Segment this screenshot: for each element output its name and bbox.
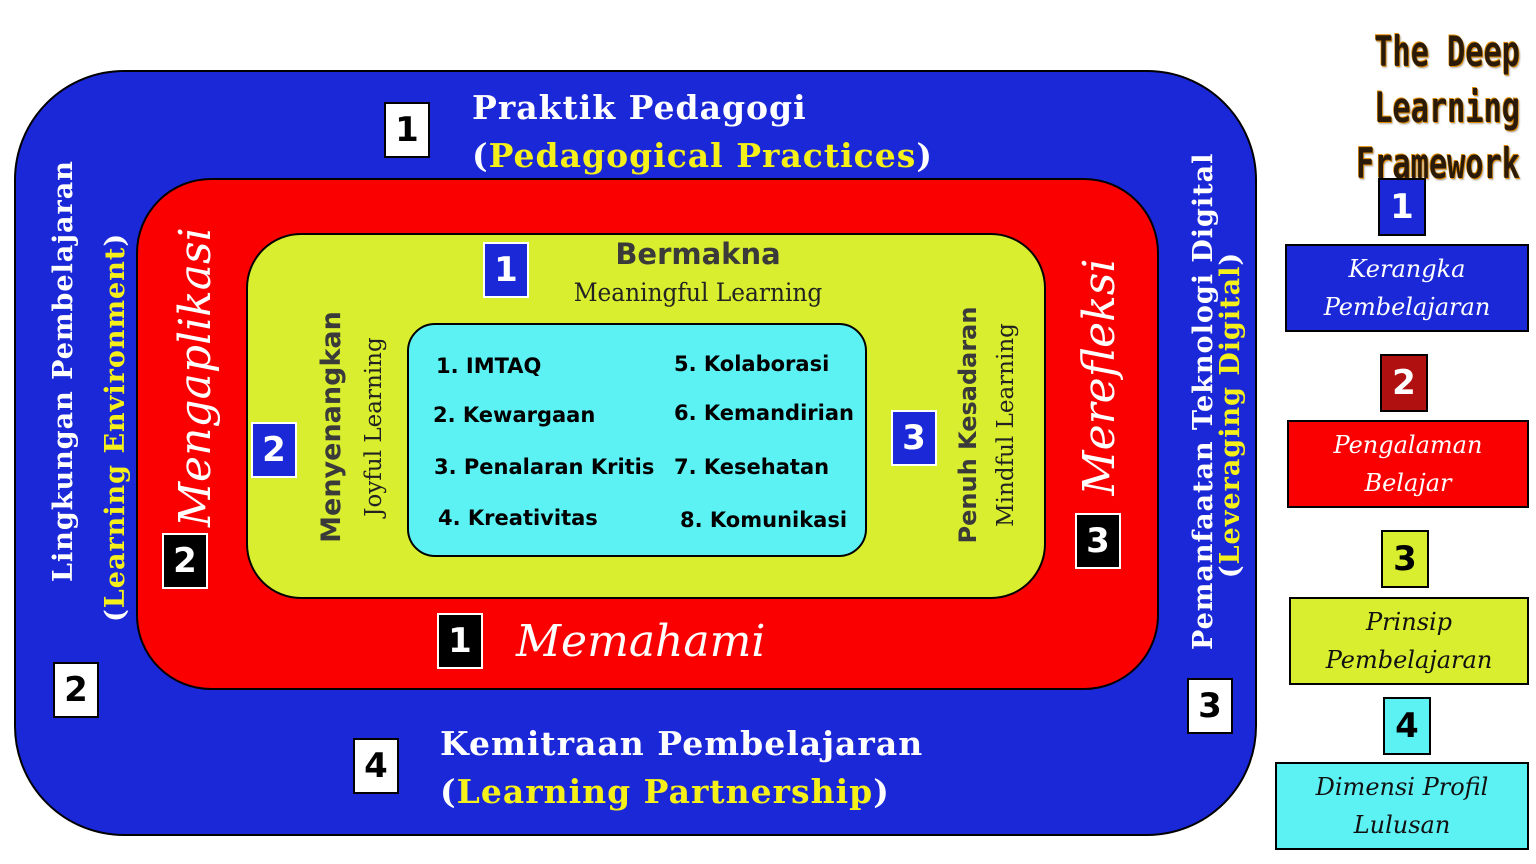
outer-bottom-subtitle: Learning Partnership <box>456 772 874 811</box>
legend-3-line-1: Prinsip <box>1365 608 1453 636</box>
legend-badge-4: 4 <box>1383 697 1431 755</box>
middle-bottom-badge: 1 <box>437 613 483 669</box>
inner-left-title: Menyenangkan <box>316 311 347 543</box>
core-item: 1. IMTAQ <box>436 354 542 378</box>
paren-open: ( <box>440 772 457 811</box>
middle-right-badge: 3 <box>1075 513 1121 569</box>
core-item: 7. Kesehatan <box>674 455 830 479</box>
outer-bottom-subtitle-line: (Learning Partnership) <box>440 772 890 811</box>
outer-top-subtitle-line: (Pedagogical Practices) <box>472 136 933 175</box>
core-item: 8. Komunikasi <box>680 508 848 532</box>
paren-close: ) <box>100 232 131 247</box>
outer-right-subtitle-line: (Leveraging Digital) <box>1214 235 1248 595</box>
core-item: 4. Kreativitas <box>438 506 598 530</box>
inner-right-title: Penuh Kesadaran <box>954 306 982 544</box>
middle-left-label: Mengaplikasi <box>170 227 221 527</box>
outer-left-subtitle: Learning Environment <box>100 246 131 609</box>
legend-badge-1: 1 <box>1378 178 1426 236</box>
inner-left-badge: 2 <box>251 422 297 478</box>
inner-top-title: Bermakna <box>615 237 781 271</box>
inner-left-subtitle: Joyful Learning <box>361 337 387 517</box>
title-line-1: The Deep Learning <box>1374 27 1520 132</box>
middle-left-badge: 2 <box>162 533 208 589</box>
legend-badge-3: 3 <box>1381 530 1429 588</box>
paren-open: ( <box>472 136 489 175</box>
paren-open: ( <box>1215 564 1246 579</box>
middle-bottom-label: Memahami <box>516 616 766 667</box>
inner-right-badge: 3 <box>891 410 937 466</box>
outer-bottom-title: Kemitraan Pembelajaran <box>440 724 924 763</box>
paren-open: ( <box>100 608 131 622</box>
legend-4-line-2: Lulusan <box>1353 811 1451 839</box>
outer-left-title: Lingkungan Pembelajaran <box>48 160 79 582</box>
framework-title: The Deep Learning Framework <box>1254 24 1520 192</box>
core-item: 5. Kolaborasi <box>674 352 830 376</box>
legend-2-line-2: Belajar <box>1364 469 1452 497</box>
legend-1-line-1: Kerangka <box>1348 255 1466 283</box>
outer-top-badge: 1 <box>384 102 430 158</box>
inner-top-subtitle: Meaningful Learning <box>573 278 823 307</box>
outer-left-badge: 2 <box>53 662 99 718</box>
inner-top-badge: 1 <box>483 242 529 298</box>
outer-top-title: Praktik Pedagogi <box>472 88 807 127</box>
paren-close: ) <box>873 772 890 811</box>
outer-top-subtitle: Pedagogical Practices <box>488 136 917 175</box>
legend-4-line-1: Dimensi Profil <box>1315 773 1489 801</box>
core-item: 6. Kemandirian <box>674 401 854 425</box>
core-item: 2. Kewargaan <box>433 403 596 427</box>
middle-right-label: Merefleksi <box>1074 258 1125 496</box>
inner-right-subtitle: Mindful Learning <box>993 323 1019 527</box>
paren-close: ) <box>1215 251 1246 266</box>
legend-badge-2: 2 <box>1380 354 1428 412</box>
legend-3-line-2: Pembelajaran <box>1325 646 1493 674</box>
legend-1-line-2: Pembelajaran <box>1323 293 1491 321</box>
outer-bottom-badge: 4 <box>353 738 399 794</box>
core-graduate-profile-dimensions <box>407 323 867 557</box>
outer-right-subtitle: Leveraging Digital <box>1215 265 1246 565</box>
outer-left-subtitle-line: (Learning Environment) <box>99 233 133 622</box>
paren-close: ) <box>916 136 933 175</box>
outer-right-badge: 3 <box>1187 678 1233 734</box>
legend-2-line-1: Pengalaman <box>1333 431 1483 459</box>
core-item: 3. Penalaran Kritis <box>434 455 655 479</box>
